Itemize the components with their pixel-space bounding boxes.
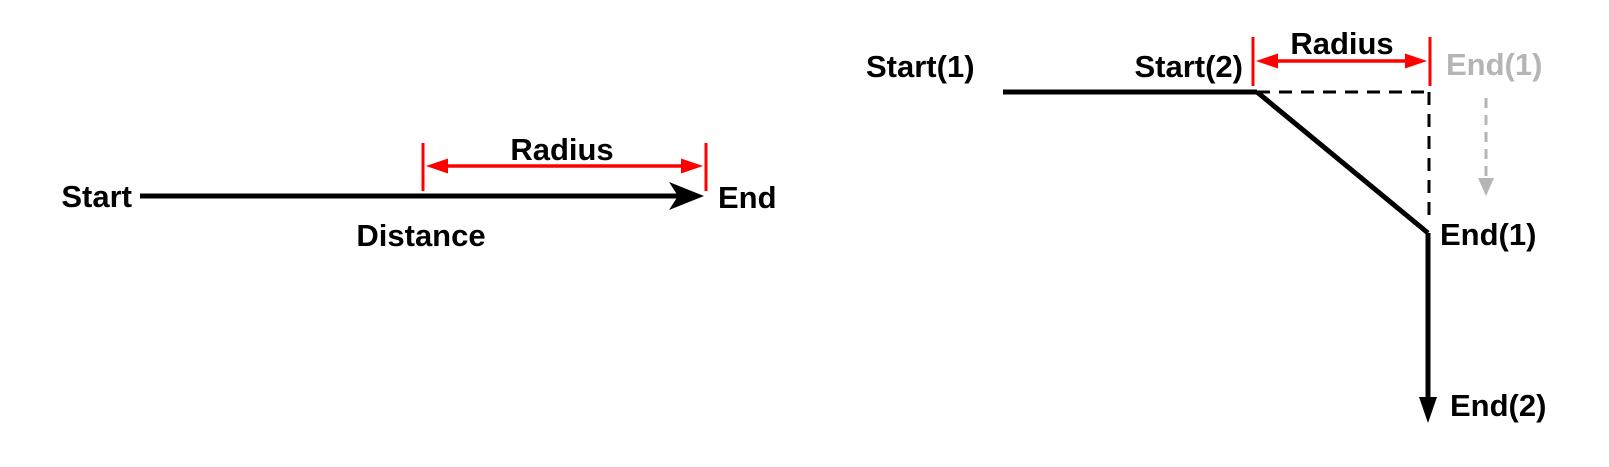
right-radius-label: Radius xyxy=(1290,26,1393,61)
right-radius-arrowhead-right-icon xyxy=(1405,53,1427,69)
distance-arrowhead-icon xyxy=(669,182,704,210)
right-start1-label: Start(1) xyxy=(866,49,975,84)
left-radius-arrowhead-right-icon xyxy=(681,158,703,174)
right-radius-arrowhead-left-icon xyxy=(1256,53,1278,69)
left-diagram: Start End Distance Radius xyxy=(61,132,776,253)
path-end-arrowhead-icon xyxy=(1419,397,1437,423)
right-diagram: Start(1) Start(2) Radius End(1) End(1 xyxy=(866,26,1546,423)
ghost-drop-arrowhead-icon xyxy=(1478,178,1494,196)
right-ghost-end1-label: End(1) xyxy=(1446,47,1542,82)
right-end2-label: End(2) xyxy=(1450,388,1546,423)
left-radius-label: Radius xyxy=(510,132,613,167)
path-segment-diagonal xyxy=(1255,90,1430,235)
left-distance-label: Distance xyxy=(356,218,485,253)
left-end-label: End xyxy=(718,180,777,215)
right-start2-label: Start(2) xyxy=(1134,49,1243,84)
left-radius-arrowhead-left-icon xyxy=(426,158,448,174)
right-end1-label: End(1) xyxy=(1440,217,1536,252)
left-start-label: Start xyxy=(61,179,132,214)
